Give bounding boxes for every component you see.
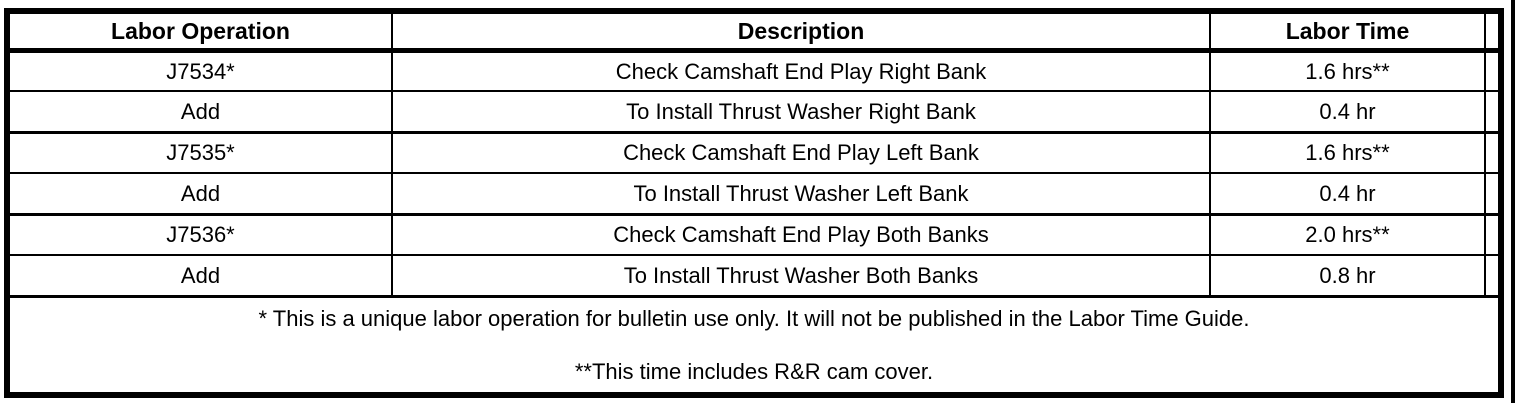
labor-operation-cell: Add <box>9 172 393 216</box>
table-row: Add To Install Thrust Washer Right Bank … <box>9 90 1499 134</box>
labor-operation-cell: J7536* <box>9 213 393 256</box>
labor-time-cell: 2.0 hrs** <box>1209 213 1486 256</box>
labor-operation-cell: J7534* <box>9 49 393 92</box>
labor-time-table: Labor Operation Description Labor Time J… <box>9 13 1499 393</box>
table-row: J7536* Check Camshaft End Play Both Bank… <box>9 213 1499 256</box>
footnote-unique-operation: * This is a unique labor operation for b… <box>258 305 1250 331</box>
labor-operation-cell: Add <box>9 254 393 298</box>
description-cell: To Install Thrust Washer Right Bank <box>391 90 1211 134</box>
footnote-time-includes: **This time includes R&R cam cover. <box>574 358 934 384</box>
page-edge-artifact-line <box>1511 0 1515 403</box>
table-row: Add To Install Thrust Washer Both Banks … <box>9 254 1499 298</box>
table-header-row: Labor Operation Description Labor Time <box>9 13 1499 53</box>
labor-operation-cell: J7535* <box>9 131 393 174</box>
labor-time-cell: 0.4 hr <box>1209 172 1486 216</box>
table-row: J7534* Check Camshaft End Play Right Ban… <box>9 49 1499 92</box>
description-cell: Check Camshaft End Play Both Banks <box>391 213 1211 256</box>
spacer-cell <box>1484 213 1499 256</box>
labor-time-cell: 1.6 hrs** <box>1209 49 1486 92</box>
column-header-labor-time: Labor Time <box>1209 13 1486 53</box>
labor-table-frame: Labor Operation Description Labor Time J… <box>4 8 1504 398</box>
description-cell: To Install Thrust Washer Left Bank <box>391 172 1211 216</box>
description-cell: Check Camshaft End Play Right Bank <box>391 49 1211 92</box>
description-cell: To Install Thrust Washer Both Banks <box>391 254 1211 298</box>
column-header-labor-operation: Labor Operation <box>9 13 393 53</box>
labor-time-cell: 1.6 hrs** <box>1209 131 1486 174</box>
spacer-cell <box>1484 49 1499 92</box>
description-cell: Check Camshaft End Play Left Bank <box>391 131 1211 174</box>
column-header-description: Description <box>391 13 1211 53</box>
spacer-cell <box>1484 172 1499 216</box>
labor-time-cell: 0.4 hr <box>1209 90 1486 134</box>
footnotes-row: * This is a unique labor operation for b… <box>9 295 1499 393</box>
spacer-cell <box>1484 90 1499 134</box>
spacer-cell <box>1484 131 1499 174</box>
table-row: Add To Install Thrust Washer Left Bank 0… <box>9 172 1499 216</box>
footnotes-cell: * This is a unique labor operation for b… <box>9 295 1499 393</box>
spacer-column-header <box>1484 13 1499 53</box>
labor-time-cell: 0.8 hr <box>1209 254 1486 298</box>
spacer-cell <box>1484 254 1499 298</box>
table-row: J7535* Check Camshaft End Play Left Bank… <box>9 131 1499 174</box>
labor-operation-cell: Add <box>9 90 393 134</box>
